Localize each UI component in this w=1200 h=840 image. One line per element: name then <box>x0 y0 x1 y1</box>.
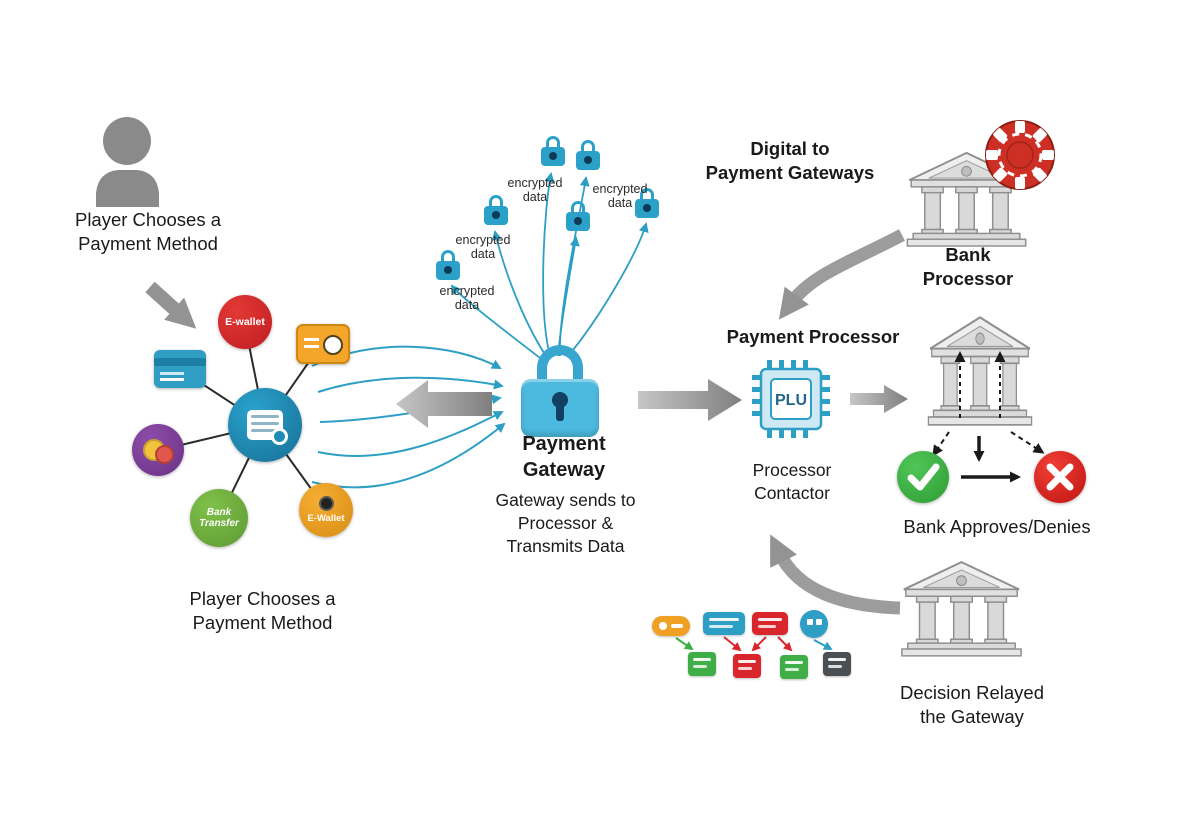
encrypted-lock-icon <box>566 201 590 231</box>
approved-receipt-icon <box>688 652 716 676</box>
deny-x-icon <box>1034 451 1086 503</box>
bank-transfer-node: Bank Transfer <box>190 489 248 547</box>
keyhole-icon <box>552 392 568 408</box>
decision-relayed-label: Decision Relayed the Gateway <box>900 682 1044 728</box>
encrypted-lock-icon <box>484 195 508 225</box>
ewallet-orange-node: E-Wallet <box>299 483 353 537</box>
lock-body <box>521 379 599 437</box>
transaction-card-icon <box>652 616 690 636</box>
transaction-token-icon <box>800 610 828 638</box>
encrypted-lock-icon <box>541 136 565 166</box>
casino-chip-icon <box>985 120 1055 190</box>
encrypted-lock-icon <box>635 188 659 218</box>
red-coin-icon <box>155 445 174 464</box>
arrow-bankprocessor-to-processor <box>778 229 905 320</box>
card-payment-icon <box>296 324 350 364</box>
processor-contactor-label: Processor Contactor <box>752 460 832 504</box>
payment-hub-node <box>228 388 302 462</box>
data-flow-curves <box>311 345 506 489</box>
payment-gateway-lock-icon <box>521 345 599 437</box>
player-label-bottom: Player Chooses a Payment Method <box>189 588 336 634</box>
payment-gateway-label: Payment Gateway <box>522 433 606 482</box>
arrow-gateway-to-methods <box>396 380 492 428</box>
declined-receipt-icon <box>733 654 761 678</box>
credit-card-icon <box>154 350 206 388</box>
approve-check-icon <box>897 451 949 503</box>
encrypted-lock-icon <box>576 140 600 170</box>
arrow-gateway-to-processor <box>638 379 742 421</box>
encrypted-data-label: encrypted data <box>592 182 648 211</box>
player-label-top: Player Chooses a Payment Method <box>74 209 222 255</box>
ewallet-orange-label: E-Wallet <box>307 513 345 524</box>
bank-approves-denies-label: Bank Approves/Denies <box>903 516 1091 537</box>
transaction-alert-icon <box>752 612 788 635</box>
encrypted-data-label: encrypted data <box>507 176 563 205</box>
transaction-routing-arrows <box>675 636 833 652</box>
approved-receipt-icon <box>780 655 808 679</box>
pending-receipt-icon <box>823 652 851 676</box>
player-person-icon <box>96 117 159 207</box>
coins-node <box>132 424 184 476</box>
arrow-player-to-methods <box>145 281 197 329</box>
bank-processor-label: Bank Processor <box>922 244 1014 290</box>
encryption-curves <box>450 172 649 359</box>
ewallet-red-label: E-wallet <box>225 316 265 328</box>
payment-processor-label: Payment Processor <box>726 326 900 347</box>
approval-dashed-lines <box>932 351 1045 483</box>
lock-shackle <box>537 345 583 383</box>
ewallet-red-node: E-wallet <box>218 295 272 349</box>
transaction-number-icon <box>703 612 745 635</box>
encrypted-data-label: encrypted data <box>439 284 495 313</box>
encrypted-lock-icon <box>436 250 460 280</box>
payment-list-icon <box>247 410 288 445</box>
processor-chip-icon <box>752 360 830 438</box>
arrow-processor-to-bank <box>850 385 908 413</box>
coin-dot-icon <box>318 496 334 511</box>
gateway-sends-label: Gateway sends to Processor & Transmits D… <box>495 490 636 557</box>
digital-to-gateways-label: Digital to Payment Gateways <box>705 138 875 184</box>
arrow-decision-to-contactor <box>770 534 901 615</box>
encrypted-data-label: encrypted data <box>455 233 511 262</box>
chip-label: PLU <box>775 392 807 409</box>
